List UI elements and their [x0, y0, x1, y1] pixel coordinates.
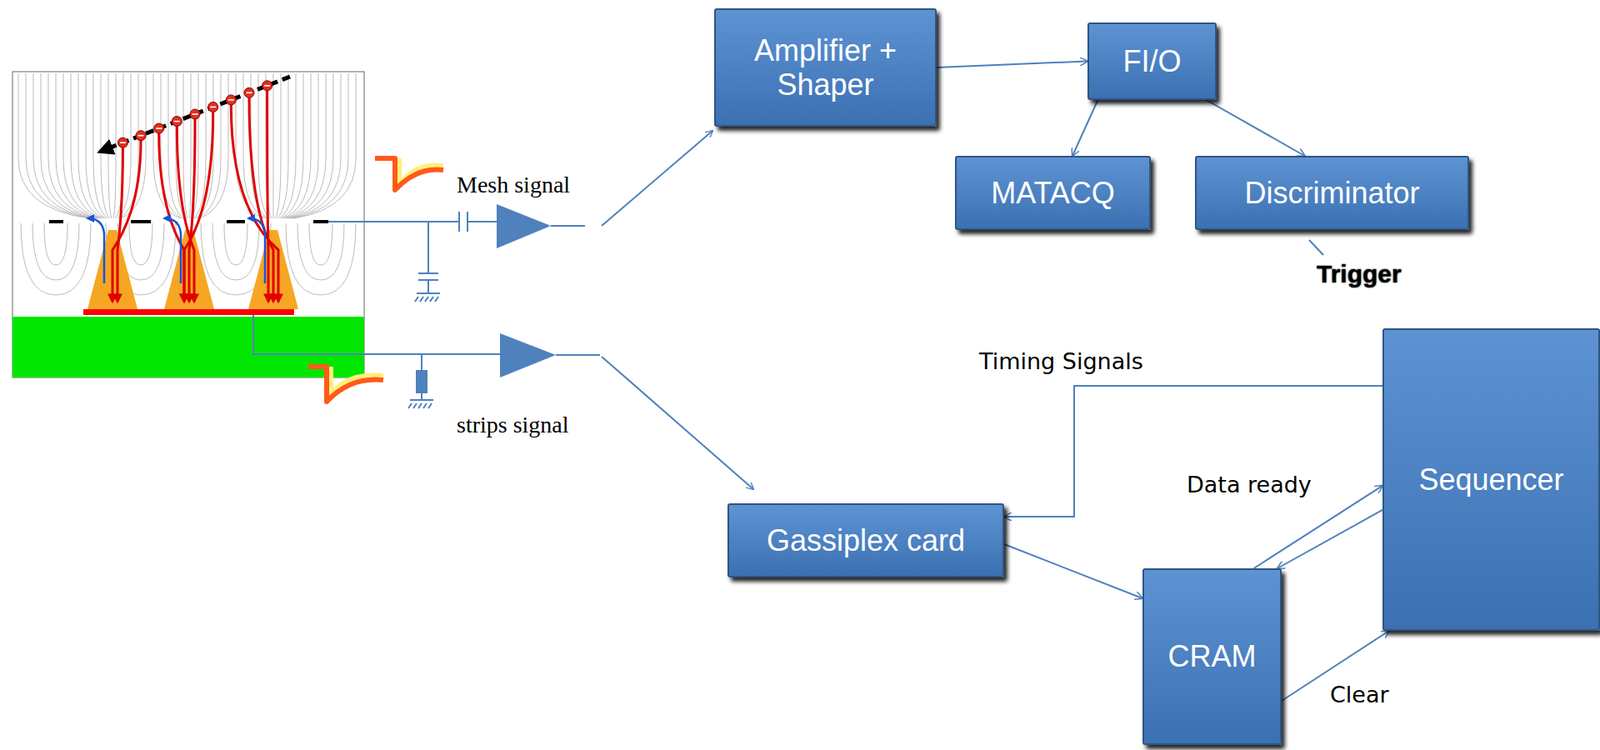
box-text: Discriminator: [1244, 175, 1420, 210]
connector-arrow: [936, 61, 1088, 69]
box-text: CRAM: [1168, 639, 1257, 674]
process-box: MATACQ: [955, 155, 1151, 230]
process-box: Discriminator: [1195, 155, 1470, 230]
signal-name: Mesh signal: [456, 171, 570, 199]
process-box: Gassiplex card: [727, 503, 1005, 578]
box-text: Gassiplex card: [766, 523, 965, 558]
process-box: Amplifier + Shaper: [714, 8, 937, 127]
signal-name: strips signal: [456, 411, 570, 439]
signal-label: Data ready: [1185, 471, 1314, 498]
box-text: MATACQ: [990, 175, 1115, 210]
box-text: Sequencer: [1418, 462, 1564, 497]
process-box: FI/O: [1087, 22, 1217, 100]
box-text: FI/O: [1123, 44, 1182, 79]
connector-arrow: [1254, 485, 1383, 569]
connector-arrow: [1072, 100, 1098, 156]
box-text: Amplifier + Shaper: [727, 33, 924, 103]
process-box: CRAM: [1142, 568, 1282, 745]
connector-arrow: [1277, 510, 1383, 569]
process-box: Sequencer: [1382, 328, 1600, 631]
trigger-label: Trigger: [1316, 260, 1402, 289]
connector-arrow: [1004, 544, 1143, 599]
signal-label: Timing Signals: [977, 348, 1145, 375]
connector-arrow: [1206, 100, 1305, 156]
connector-arrow: [1004, 385, 1383, 517]
signal-label: Clear: [1328, 681, 1391, 708]
